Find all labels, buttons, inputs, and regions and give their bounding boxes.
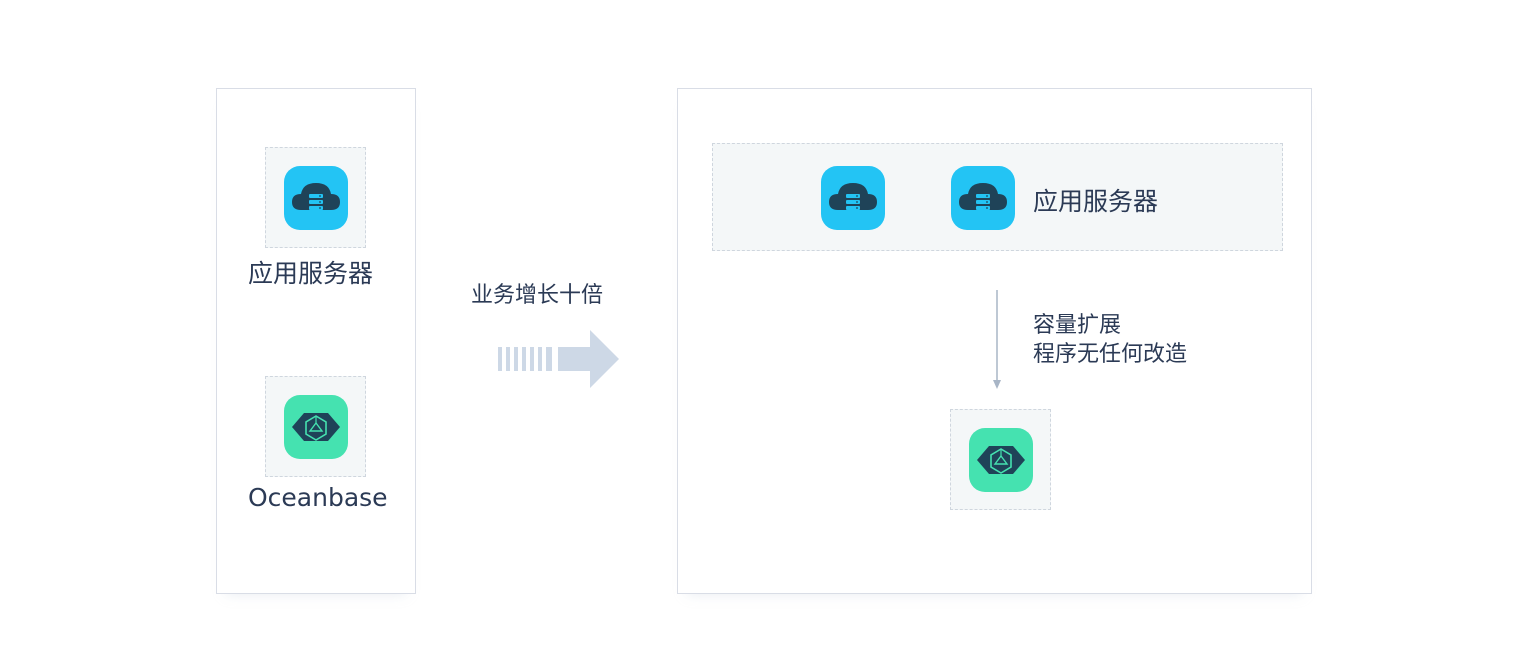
left-db-label: Oceanbase (248, 483, 388, 512)
right-app-server-label: 应用服务器 (1033, 187, 1159, 216)
app-server-node (265, 147, 366, 248)
hexagon-database-icon (969, 428, 1033, 492)
right-arrow-icon (498, 330, 619, 388)
app-server-cluster: 应用服务器 (712, 143, 1283, 251)
database-node-scaled (950, 409, 1051, 510)
growth-label: 业务增长十倍 (471, 283, 604, 308)
database-node (265, 376, 366, 477)
left-app-server-label: 应用服务器 (248, 259, 374, 288)
down-arrow-icon (993, 290, 1001, 389)
hexagon-database-icon (284, 395, 348, 459)
scale-note-line2: 程序无任何改造 (1033, 342, 1188, 367)
cloud-server-icon (821, 166, 885, 230)
cloud-server-icon (284, 166, 348, 230)
scale-note-line1: 容量扩展 (1033, 313, 1122, 338)
cloud-server-icon (951, 166, 1015, 230)
